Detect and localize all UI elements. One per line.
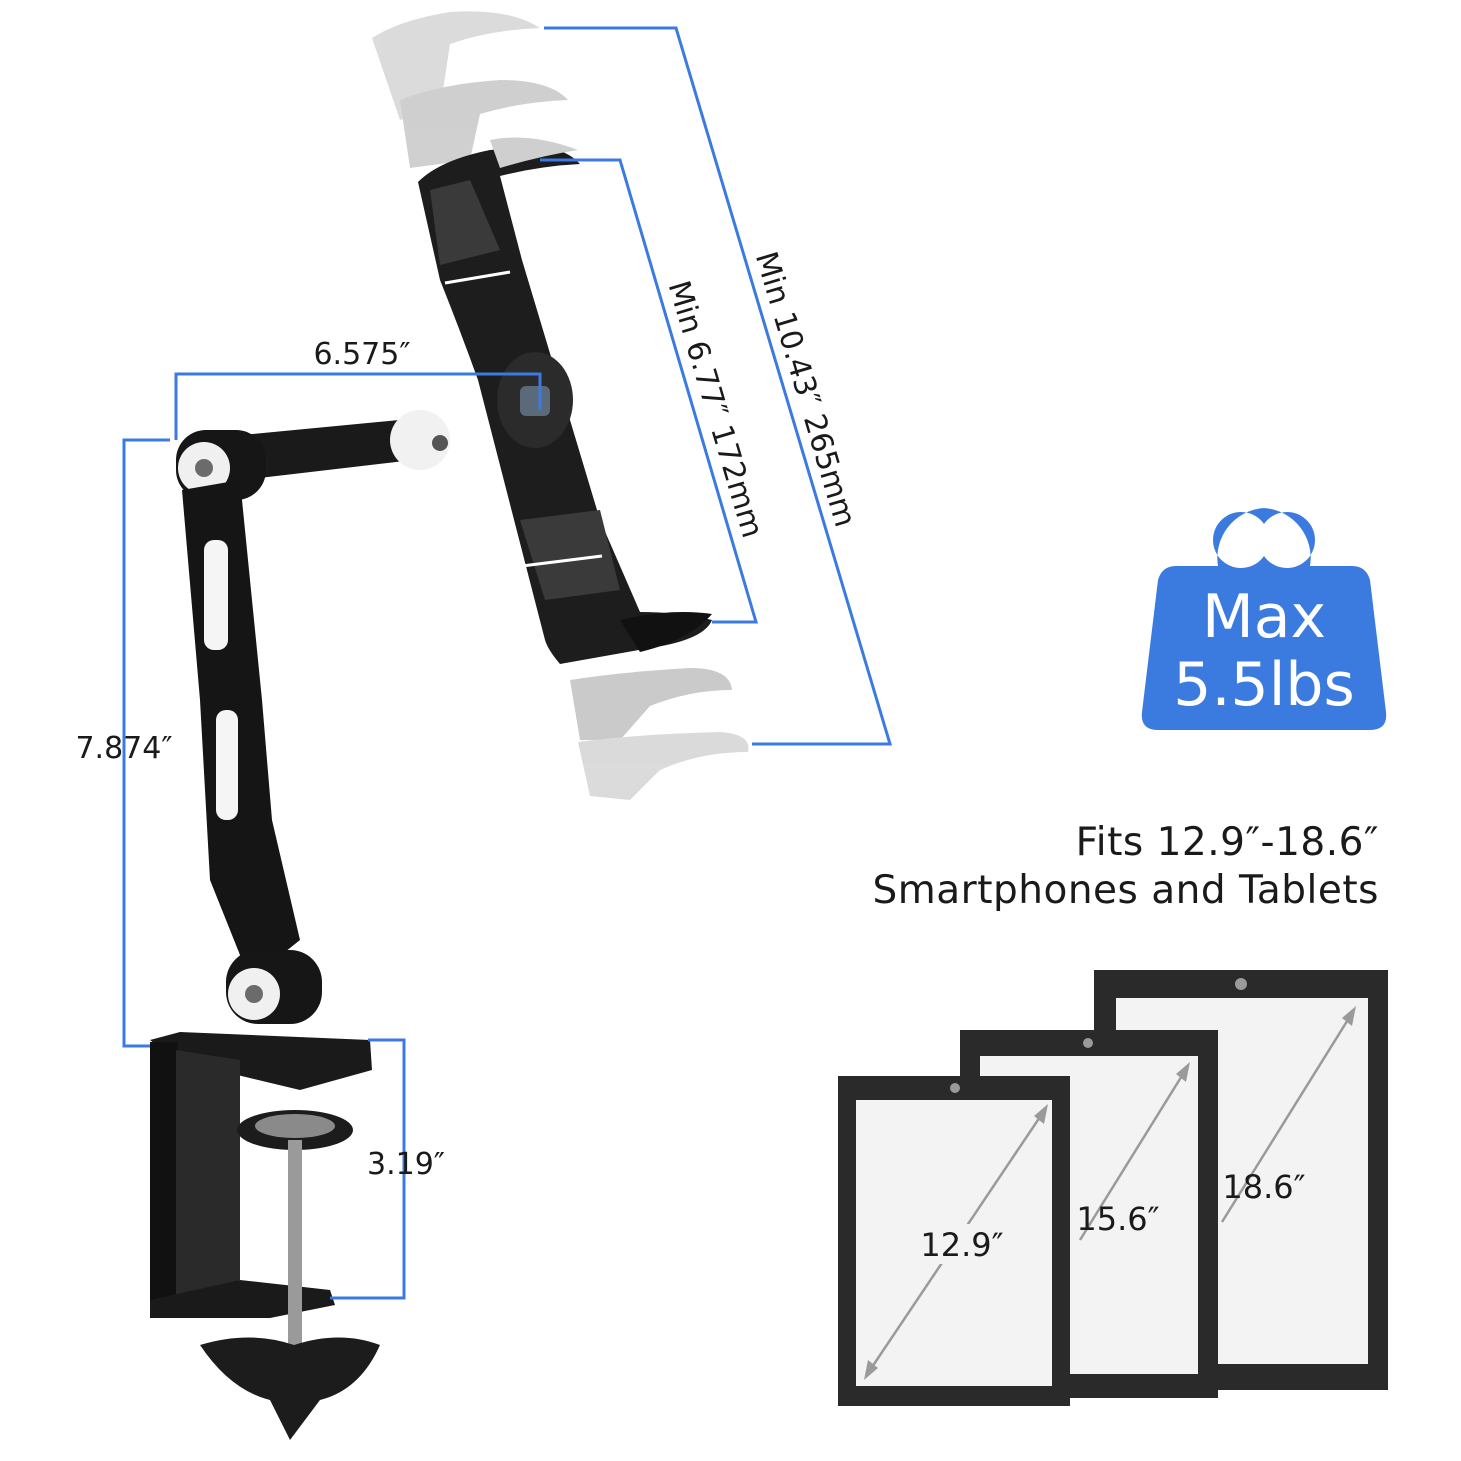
tablet-size-label-15-6: 15.6″ — [1076, 1200, 1159, 1238]
fits-devices-text: Smartphones and Tablets — [872, 868, 1379, 913]
arm-width-label: 6.575″ — [313, 337, 410, 372]
holder-ghost-positions — [372, 11, 749, 800]
tablet-size-icons — [838, 970, 1388, 1406]
fits-range-text: Fits 12.9″-18.6″ — [1075, 820, 1379, 865]
articulating-arm — [176, 410, 450, 1024]
min-outer-grip-label: Min 10.43″ 265mm — [748, 248, 863, 531]
weight-badge — [1141, 508, 1387, 730]
weight-icon — [1141, 508, 1387, 730]
min-inner-grip-label: Min 6.77″ 172mm — [661, 277, 770, 542]
tablet-size-label-18-6: 18.6″ — [1222, 1168, 1305, 1206]
tablet-size-label-12-9: 12.9″ — [920, 1226, 1003, 1264]
desk-clamp — [150, 1032, 380, 1440]
weight-badge-line1: Max — [1201, 582, 1327, 652]
tablet-icon-12-9 — [838, 1076, 1070, 1406]
weight-badge-line2: 5.5lbs — [1173, 650, 1355, 720]
tablet-holder — [418, 137, 712, 664]
arm-height-label: 7.874″ — [75, 731, 172, 766]
clamp-opening-label: 3.19″ — [367, 1147, 445, 1182]
dimension-lines — [122, 26, 893, 1300]
